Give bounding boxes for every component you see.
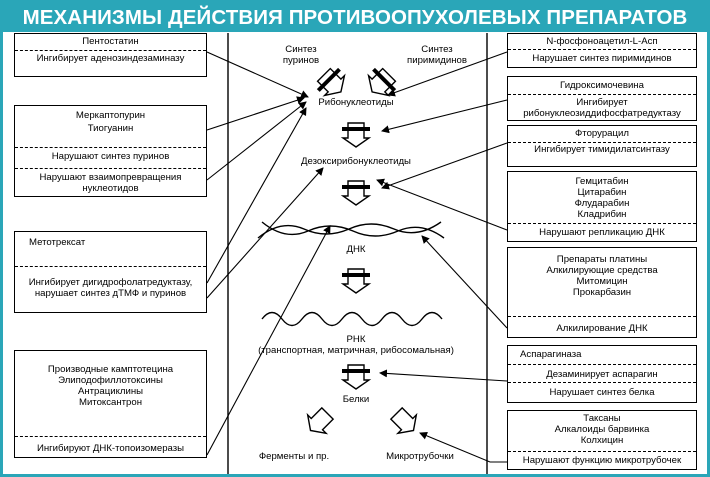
drug-mercaptopurine: Меркаптопурин bbox=[75, 110, 146, 121]
box-divider bbox=[508, 364, 696, 365]
effect-purine-synthesis: Нарушают синтез пуринов bbox=[51, 151, 170, 162]
drug-anthracyclines: Антрациклины bbox=[77, 386, 144, 397]
drug-colchicine: Колхицин bbox=[580, 435, 624, 446]
drug-procarbazine: Прокарбазин bbox=[572, 287, 632, 298]
box-divider bbox=[15, 147, 206, 148]
drug-epipodophyllotoxins: Элиподофиллотоксины bbox=[58, 375, 163, 386]
box-methotrexate: Метотрексат Ингибирует дигидрофолатредук… bbox=[14, 231, 207, 313]
label-pyrimidine-synthesis: Синтез пиримидинов bbox=[407, 44, 467, 66]
label-rna-types: (транспортная, матричная, рибосомальная) bbox=[258, 345, 454, 356]
drug-gemcitabine: Гемцитабин bbox=[575, 176, 629, 187]
drug-camptothecin-derivatives: Производные камптотецина bbox=[47, 364, 174, 375]
flow-arrow-dna-to-rna bbox=[340, 268, 372, 294]
drug-vinca-alkaloids: Алкалоиды барвинка bbox=[554, 424, 650, 435]
drug-pentostatin: Пентостатин bbox=[82, 36, 139, 47]
label-dna: ДНК bbox=[346, 244, 366, 255]
effect-adenosine-deaminase: Ингибирует аденозиндезаминазу bbox=[36, 53, 185, 64]
effect-dna-replication: Нарушают репликацию ДНК bbox=[539, 227, 665, 238]
box-divider bbox=[508, 382, 696, 383]
effect-dihydrofolate-reductase: Ингибирует дигидрофолатредуктазу, наруша… bbox=[28, 277, 193, 299]
label-microtubules: Микротрубочки bbox=[386, 451, 454, 462]
inhibitor-connectors bbox=[206, 51, 508, 463]
label-ribonucleotides: Рибонуклеотиды bbox=[318, 97, 394, 108]
box-divider bbox=[508, 316, 696, 317]
drug-taxanes: Таксаны bbox=[583, 413, 621, 424]
drug-mitomycin: Митомицин bbox=[576, 276, 628, 287]
flow-arrow-purines bbox=[316, 67, 346, 97]
effect-topoisomerase: Ингибируют ДНК-топоизомеразы bbox=[36, 443, 185, 454]
box-divider bbox=[508, 223, 696, 224]
box-divider bbox=[15, 436, 206, 437]
effect-protein-synthesis: Нарушает синтез белка bbox=[549, 387, 655, 398]
drug-methotrexate: Метотрексат bbox=[29, 237, 86, 248]
drug-mitoxantrone: Митоксантрон bbox=[78, 397, 143, 408]
effect-nucleotide-interconversion: Нарушают взаимопревращения нуклеотидов bbox=[39, 172, 182, 194]
rna-strand bbox=[261, 311, 443, 327]
drug-thioguanine: Тиогуанин bbox=[87, 123, 134, 134]
title-bar: МЕХАНИЗМЫ ДЕЙСТВИЯ ПРОТИВООПУХОЛЕВЫХ ПРЕ… bbox=[3, 3, 707, 32]
flow-arrow-ribo-to-deoxy bbox=[340, 122, 372, 148]
box-fluorouracil: Фторурацил Ингибирует тимидилатсинтазу bbox=[507, 125, 697, 167]
box-divider bbox=[15, 266, 206, 267]
flow-arrow-rna-to-proteins bbox=[340, 364, 372, 390]
box-divider bbox=[508, 451, 696, 452]
label-deoxyribonucleotides: Дезоксирибонуклеотиды bbox=[301, 156, 411, 167]
effect-thymidylate-synthase: Ингибирует тимидилатсинтазу bbox=[534, 144, 670, 155]
label-purine-synthesis: Синтез пуринов bbox=[282, 44, 320, 66]
box-divider bbox=[508, 142, 696, 143]
box-divider bbox=[508, 49, 696, 50]
drug-cytarabine: Цитарабин bbox=[577, 187, 627, 198]
drug-alkylating: Алкилирующие средства bbox=[546, 265, 658, 276]
box-microtubule-agents: Таксаны Алкалоиды барвинка Колхицин Нару… bbox=[507, 410, 697, 470]
effect-pyrimidine-synthesis: Нарушает синтез пиримидинов bbox=[532, 53, 672, 64]
box-antimetabolites-dna: Гемцитабин Цитарабин Флударабин Кладриби… bbox=[507, 171, 697, 242]
box-hydroxyurea: Гидроксимочевина Ингибирует рибонуклеози… bbox=[507, 76, 697, 121]
label-enzymes: Ферменты и пр. bbox=[258, 451, 330, 462]
drug-hydroxyurea: Гидроксимочевина bbox=[560, 80, 644, 91]
box-divider bbox=[508, 94, 696, 95]
page-title: МЕХАНИЗМЫ ДЕЙСТВИЯ ПРОТИВООПУХОЛЕВЫХ ПРЕ… bbox=[22, 6, 688, 29]
drug-n-phosphonoacetyl-l-asp: N-фосфоноацетил-L-Асп bbox=[546, 36, 658, 47]
box-divider bbox=[15, 168, 206, 169]
box-mercaptopurine-thioguanine: Меркаптопурин Тиогуанин Нарушают синтез … bbox=[14, 105, 207, 197]
drug-fludarabine: Флударабин bbox=[574, 198, 630, 209]
effect-ribonucleotide-reductase: Ингибирует рибонуклеозиддифосфатредуктаз… bbox=[523, 97, 681, 119]
box-asparaginase: Аспарагиназа Дезаминирует аспарагин Нару… bbox=[507, 345, 697, 403]
drug-cladribine: Кладрибин bbox=[577, 209, 627, 220]
drug-platinum: Препараты платины bbox=[556, 254, 648, 265]
dna-helix bbox=[257, 221, 445, 239]
box-alkylating-agents: Препараты платины Алкилирующие средства … bbox=[507, 247, 697, 338]
flow-arrow-pyrimidines bbox=[367, 67, 397, 97]
effect-microtubule-function: Нарушают функцию микротрубочек bbox=[522, 455, 682, 466]
flow-arrow-to-microtubules bbox=[389, 406, 418, 435]
effect-dna-alkylation: Алкилирование ДНК bbox=[556, 323, 648, 334]
box-pentostatin: Пентостатин Ингибирует аденозиндезаминаз… bbox=[14, 33, 207, 77]
effect-deaminates-asparagine: Дезаминирует аспарагин bbox=[546, 369, 658, 380]
flow-arrow-deoxy-to-dna bbox=[340, 180, 372, 206]
label-proteins: Белки bbox=[342, 394, 370, 405]
drug-fluorouracil: Фторурацил bbox=[575, 128, 629, 139]
flow-arrow-to-enzymes bbox=[306, 406, 335, 435]
drug-asparaginase: Аспарагиназа bbox=[520, 349, 582, 360]
label-rna: РНК bbox=[346, 334, 366, 345]
box-topoisomerase-inhibitors: Производные камптотецина Элиподофиллоток… bbox=[14, 350, 207, 458]
box-phosphonoacetyl-asp: N-фосфоноацетил-L-Асп Нарушает синтез пи… bbox=[507, 33, 697, 68]
box-divider bbox=[15, 50, 206, 51]
